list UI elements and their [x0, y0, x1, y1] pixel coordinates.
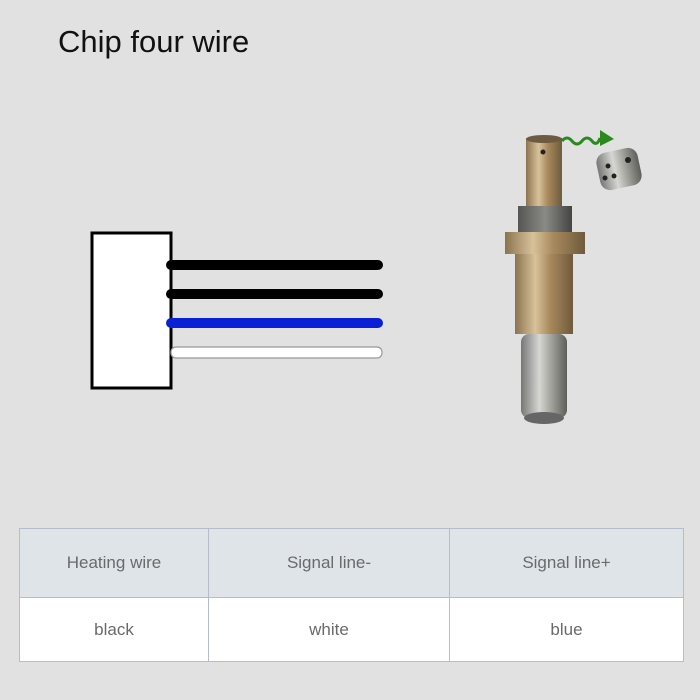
header-signal-plus: Signal line+: [449, 528, 684, 598]
chip-diagram: [90, 231, 383, 390]
illustration: [90, 130, 642, 424]
value-signal-minus: white: [208, 597, 450, 662]
wire-color-table: Heating wire Signal line- Signal line+ b…: [19, 528, 684, 662]
oxygen-sensor-image: [505, 130, 642, 424]
chip-body: [90, 231, 173, 390]
arrow-icon: [560, 136, 602, 146]
header-heating-wire: Heating wire: [19, 528, 209, 598]
sensor-cap: [596, 147, 642, 191]
page-title: Chip four wire: [58, 24, 250, 59]
table-row: black white blue: [19, 597, 684, 662]
value-signal-plus: blue: [449, 597, 684, 662]
header-signal-minus: Signal line-: [208, 528, 450, 598]
table-header-row: Heating wire Signal line- Signal line+: [19, 528, 684, 598]
wire-white: [170, 346, 383, 359]
value-heating-wire: black: [19, 597, 209, 662]
